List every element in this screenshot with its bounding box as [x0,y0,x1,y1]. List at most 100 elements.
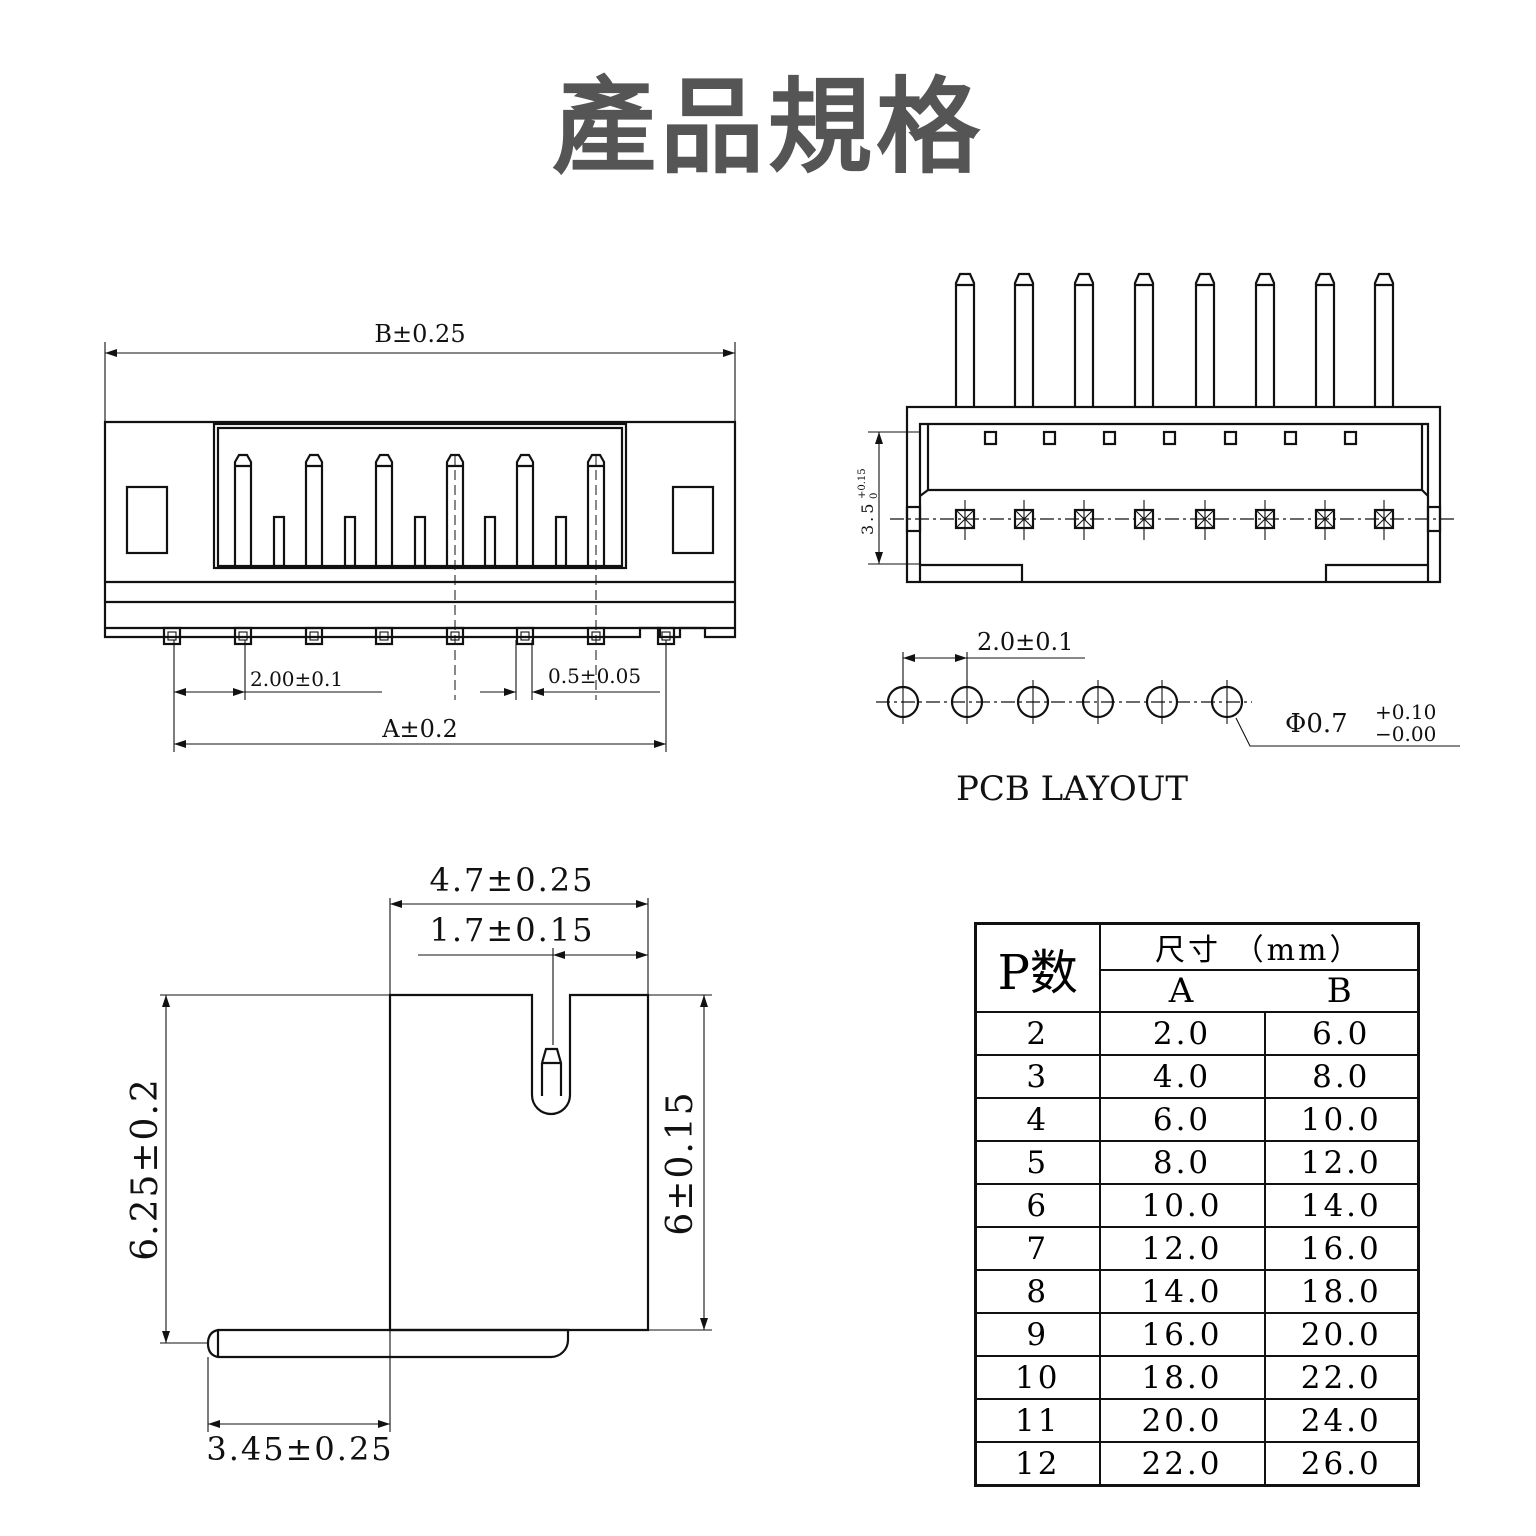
cell-pins: 6 [974,1183,1101,1228]
cell-b: 20.0 [1263,1312,1420,1357]
cell-a: 2.0 [1098,1011,1266,1056]
cell-pins: 4 [974,1097,1101,1142]
cell-pins: 10 [974,1355,1101,1400]
cell-b: 18.0 [1263,1269,1420,1314]
pcb-layout: 2.0±0.1 Φ0.7 +0.10 −0.00 PCB LAYOUT [876,628,1460,809]
page-title: 產品規格 [551,66,984,188]
dim-hole-label: Φ0.7 [1285,709,1348,739]
cell-b: 14.0 [1263,1183,1420,1228]
cell-a: 16.0 [1098,1312,1266,1357]
cell-pins: 9 [974,1312,1101,1357]
front-pad [304,626,324,646]
front-pad [162,626,182,646]
dim-pcb-pitch-label: 2.0±0.1 [977,628,1073,656]
top-tab [1102,430,1117,446]
dim-side-height-left-label: 6.25±0.2 [125,1077,166,1261]
top-pin [1013,272,1035,407]
header-pins: P数 [974,922,1101,1013]
cell-pins: 2 [974,1011,1101,1056]
cell-pins: 8 [974,1269,1101,1314]
cell-b: 16.0 [1263,1226,1420,1271]
header-size: 尺寸 （mm） [1098,922,1420,971]
cell-b: 6.0 [1263,1011,1420,1056]
front-short-pin [554,515,568,568]
front-short-pin [343,515,357,568]
top-pin [1073,272,1095,407]
cell-b: 8.0 [1263,1054,1420,1099]
front-pad-inner [309,631,319,641]
top-pin [1373,272,1395,407]
front-tall-pin [304,453,324,566]
front-view: B±0.25 2.00±0.1 0.5±0.05 A±0. [103,320,737,752]
dim-side-height-right-label: 6±0.15 [660,1090,701,1235]
cell-a: 22.0 [1098,1441,1266,1487]
front-pad-inner [379,631,389,641]
cell-b: 24.0 [1263,1398,1420,1443]
top-tab [1042,430,1057,446]
cell-a: 4.0 [1098,1054,1266,1099]
cell-a: 20.0 [1098,1398,1266,1443]
table-subheader-row: A B [976,969,1420,1013]
cell-a: 14.0 [1098,1269,1266,1314]
dim-a-label: A±0.2 [381,715,458,743]
front-tall-pin [374,453,394,566]
cell-a: 6.0 [1098,1097,1266,1142]
dim-depth-label: 3.5 [858,501,877,535]
cell-pins: 11 [974,1398,1101,1443]
top-tab [1223,430,1238,446]
cell-pins: 12 [974,1441,1101,1487]
dim-pin-width-label: 0.5±0.05 [548,664,641,688]
front-pad [515,626,535,646]
dim-hole-tol-minus: −0.00 [1375,722,1436,746]
dim-depth-tol-plus: +0.15 [857,468,868,499]
front-pin-group [233,453,606,568]
front-tall-pin [515,453,535,566]
top-view: 3.5 +0.15 0 [857,272,1456,584]
header-b: B [1264,969,1420,1013]
front-pad-group [162,626,676,646]
top-tab [983,430,998,446]
dim-hole-tol-plus: +0.10 [1375,700,1436,724]
cell-a: 18.0 [1098,1355,1266,1400]
dim-b-label: B±0.25 [374,320,465,348]
front-short-pin [272,515,286,568]
dim-slot-label: 1.7±0.15 [430,911,595,949]
table-header-row: P数 尺寸 （mm） [974,922,1420,1013]
front-tall-pin [233,453,253,566]
cell-pins: 3 [974,1054,1101,1099]
top-pin-group [954,272,1395,407]
dim-side-width-label: 4.7±0.25 [430,861,595,899]
cell-b: 12.0 [1263,1140,1420,1185]
front-short-pin [483,515,497,568]
front-pad-inner [520,631,530,641]
side-view: 4.7±0.25 1.7±0.15 6.25±0.2 6±0.15 3.45±0… [125,861,712,1468]
cell-a: 12.0 [1098,1226,1266,1271]
cell-pins: 7 [974,1226,1101,1271]
pcb-hole-group [886,680,1244,724]
top-pin [1254,272,1276,407]
top-tab [1283,430,1298,446]
dim-depth-tol-minus: 0 [869,493,880,499]
top-pin [1194,272,1216,407]
front-pad-inner [167,631,177,641]
cell-pins: 5 [974,1140,1101,1185]
cell-a: 10.0 [1098,1183,1266,1228]
top-pin [1314,272,1336,407]
dim-pin-length-label: 3.45±0.25 [206,1430,393,1468]
top-tab [1162,430,1177,446]
pcb-layout-label: PCB LAYOUT [956,769,1188,809]
cell-b: 10.0 [1263,1097,1420,1142]
front-pad [233,626,253,646]
header-a: A [1098,969,1265,1013]
